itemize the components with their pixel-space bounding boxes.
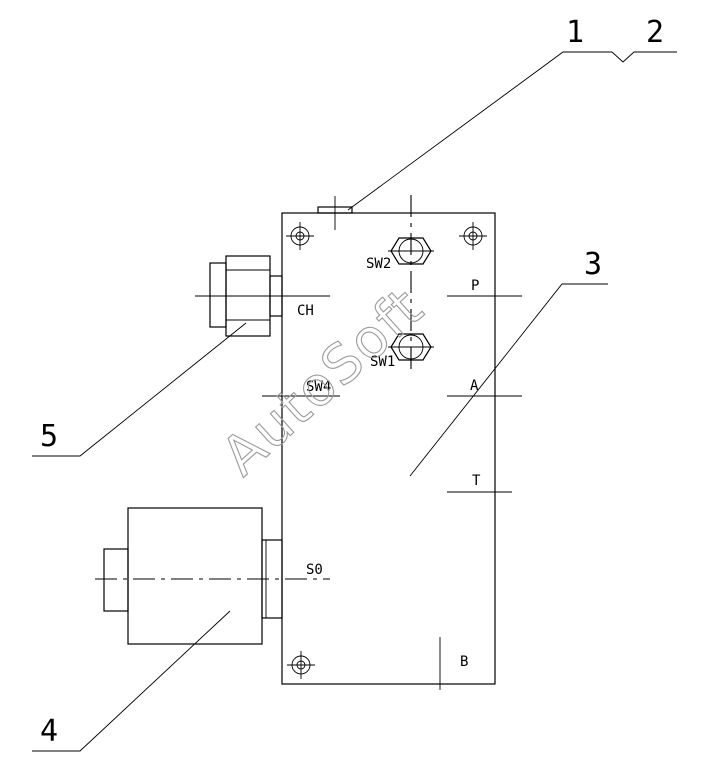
- label-t: T: [472, 473, 481, 489]
- label-p: P: [471, 278, 479, 294]
- label-b: B: [460, 654, 468, 670]
- valve-block-body: [281, 212, 496, 685]
- label-sw4: SW4: [306, 379, 331, 395]
- label-s0: S0: [306, 562, 323, 578]
- callout-4: 4: [40, 714, 58, 749]
- leader-4: [32, 610, 231, 752]
- mounting-hole-bottom-left: [287, 651, 315, 679]
- leader-5: [32, 322, 247, 457]
- sw2-fitting: [388, 237, 434, 265]
- leader-3: [409, 283, 608, 477]
- label-sw1: SW1: [370, 354, 395, 370]
- callout-2: 2: [646, 15, 664, 50]
- leader-2: [611, 51, 677, 63]
- s0-solenoid: [95, 507, 330, 645]
- ch-fitting: [195, 255, 330, 337]
- watermark-logo: AutoSoft: [210, 275, 436, 488]
- callout-1: 1: [566, 15, 584, 50]
- callout-3: 3: [584, 247, 602, 282]
- label-ch: CH: [297, 303, 314, 319]
- mounting-hole-top-right: [459, 222, 487, 250]
- label-a: A: [470, 378, 479, 394]
- label-sw2: SW2: [366, 256, 391, 272]
- sw1-fitting: [388, 333, 434, 361]
- mounting-hole-top-left: [286, 222, 314, 250]
- callout-5: 5: [40, 419, 58, 454]
- leader-1: [347, 51, 612, 211]
